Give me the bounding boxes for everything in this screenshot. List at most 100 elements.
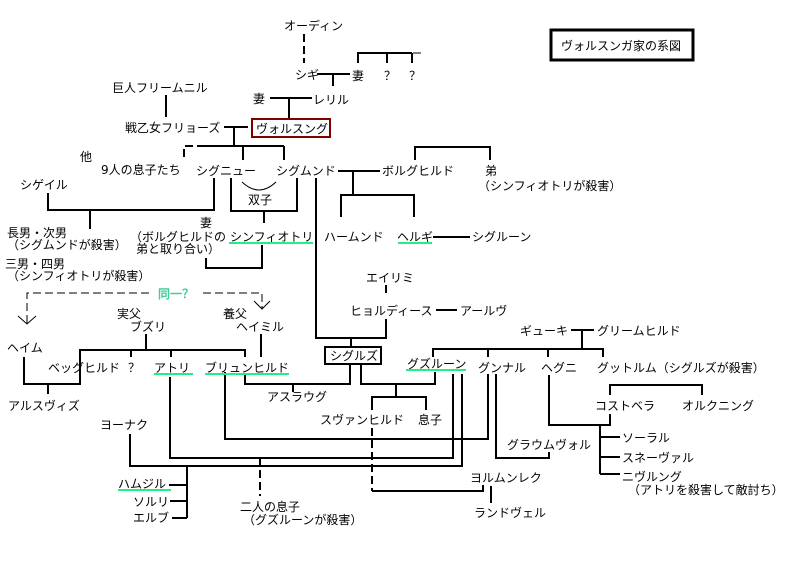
node-randver: ランドヴェル	[474, 505, 546, 520]
node-kostbera: コストベラ	[595, 399, 655, 413]
node-jonakr: ヨーナク	[100, 418, 148, 432]
foster-father-label: 養父	[223, 306, 247, 321]
node-grimhild: グリームヒルド	[597, 324, 681, 338]
node-budli: ブズリ	[130, 319, 166, 334]
node-alsvid: アルスヴィズ	[8, 398, 80, 413]
node-sinfjotli-wife-note: 弟と取り合い）	[136, 241, 220, 256]
siggeir-line	[47, 178, 215, 229]
jonakr-children-line	[169, 466, 188, 519]
node-sorli: ソルリ	[133, 495, 169, 509]
hogni-children-line	[548, 375, 620, 475]
node-bekkhild: ベッグヒルド	[48, 361, 120, 375]
node-sinfjotli: シンフィオトリ	[230, 230, 313, 244]
node-nine-sons: 9人の息子たち	[101, 162, 181, 177]
underlines	[118, 242, 466, 491]
node-gjuki: ギューキ	[520, 324, 568, 338]
gunnar-glaumvor-line	[495, 374, 550, 459]
node-heime: ヘイム	[7, 341, 43, 355]
node-sigmund: シグムンド	[276, 164, 336, 178]
node-hrimnir: 巨人フリームニル	[112, 81, 208, 95]
wife-siblings-line	[357, 52, 413, 63]
node-hamund: ハームンド	[324, 230, 384, 244]
node-eylimi: エイリミ	[366, 271, 414, 285]
node-signy: シグニュー	[196, 164, 256, 178]
node-sigurd: シグルズ	[330, 348, 378, 363]
borghild-line	[338, 170, 415, 217]
node-niflung-note: （アトリを殺害して敵討ち）	[628, 482, 784, 497]
same-person-note: 同一？	[158, 287, 194, 301]
kostbera-sibling-line	[609, 384, 703, 395]
others-line	[183, 145, 200, 157]
node-erp: エルブ	[133, 510, 169, 525]
node-helgi: ヘルギ	[397, 230, 433, 244]
node-solar: ソーラル	[622, 431, 670, 445]
node-guttorm: グットルム（シグルズが殺害）	[597, 360, 765, 375]
arrow-icon	[17, 300, 271, 325]
budli-children-line	[79, 334, 246, 380]
node-hogni: ヘグニ	[541, 361, 577, 375]
jonakr-gudrun-line	[129, 374, 463, 467]
sigi-marriage-line	[317, 73, 350, 86]
node-sons34-note: （シンフィオトリが殺害）	[7, 268, 150, 283]
title-box	[549, 28, 695, 62]
twins-label: 双子	[248, 193, 272, 207]
node-brother: 弟	[485, 164, 497, 178]
diagram-title: ヴォルスンガ家の系図	[561, 38, 681, 53]
gjuki-children-line	[432, 329, 604, 357]
node-two-sons: 二人の息子	[240, 499, 300, 514]
node-unknown: ？	[128, 361, 140, 375]
node-alf: アールヴ	[460, 303, 507, 318]
node-sons12: 長男・次男	[7, 226, 67, 240]
same-person-dashed-line	[26, 292, 263, 323]
brynhild-sigurd-line	[244, 364, 351, 392]
node-unknown: ？	[384, 69, 396, 83]
node-sigi-wife: 妻	[352, 69, 364, 83]
node-brynhild: ブリュンヒルド	[205, 360, 289, 375]
node-unknown: ？	[409, 69, 421, 83]
node-son: 息子	[418, 412, 442, 427]
node-snaevar: スネーヴァル	[622, 450, 694, 465]
connector-lines	[17, 34, 703, 519]
sigurd-gudrun-line	[360, 364, 436, 410]
node-odin: オーディン	[284, 18, 343, 33]
node-sons12-note: （シグムンドが殺害）	[7, 237, 127, 252]
real-father-label: 実父	[117, 306, 141, 321]
node-hjordis: ヒョルディース	[350, 303, 433, 318]
node-heimir: ヘイミル	[236, 320, 284, 334]
node-gudrun: グズルーン	[407, 356, 466, 371]
node-gunnar: グンナル	[478, 361, 526, 375]
node-sinfjotli-wife: 妻	[200, 216, 212, 230]
node-two-sons-note: （グズルーンが殺害）	[243, 512, 362, 527]
node-sigrun: シグルーン	[472, 230, 531, 244]
sinfjotli-line	[230, 178, 298, 223]
volsung-box	[251, 118, 331, 138]
node-rerir-wife: 妻	[253, 92, 265, 106]
node-siggeir: シゲイル	[20, 178, 68, 192]
node-sons34: 三男・四男	[5, 257, 65, 271]
volsung-children-line	[200, 126, 285, 160]
node-sigi: シギ	[295, 68, 319, 82]
sigurd-box	[324, 346, 382, 365]
heime-line	[23, 357, 81, 394]
node-jormunrekkr: ヨルムンレク	[470, 471, 542, 485]
borghild-brother-line	[414, 146, 491, 160]
node-sinfjotli-wife-note: （ボルグヒルドの	[130, 230, 226, 244]
node-volsung: ヴォルスング	[256, 121, 328, 136]
node-niflung: ニヴルング	[622, 469, 682, 484]
node-glaumvor: グラウムヴォル	[507, 437, 591, 452]
node-aslaug: アスラウグ	[267, 390, 327, 404]
node-orkning: オルクニング	[682, 399, 754, 413]
node-atli: アトリ	[154, 361, 190, 375]
twins-arc	[241, 181, 277, 191]
node-hljod: 戦乙女フリョーズ	[125, 120, 220, 135]
rerir-marriage-line	[270, 97, 312, 118]
node-hamdir: ハムジル	[118, 477, 166, 491]
node-svanhild: スヴァンヒルド	[320, 412, 404, 427]
jormunrekkr-line	[372, 485, 492, 503]
atli-gudrun-line	[169, 374, 454, 459]
sinfjotli-wife-line	[205, 245, 263, 269]
sigmund-hjordis-line	[315, 178, 387, 347]
node-others: 他	[80, 150, 92, 164]
node-borghild: ボルグヒルド	[382, 164, 454, 178]
